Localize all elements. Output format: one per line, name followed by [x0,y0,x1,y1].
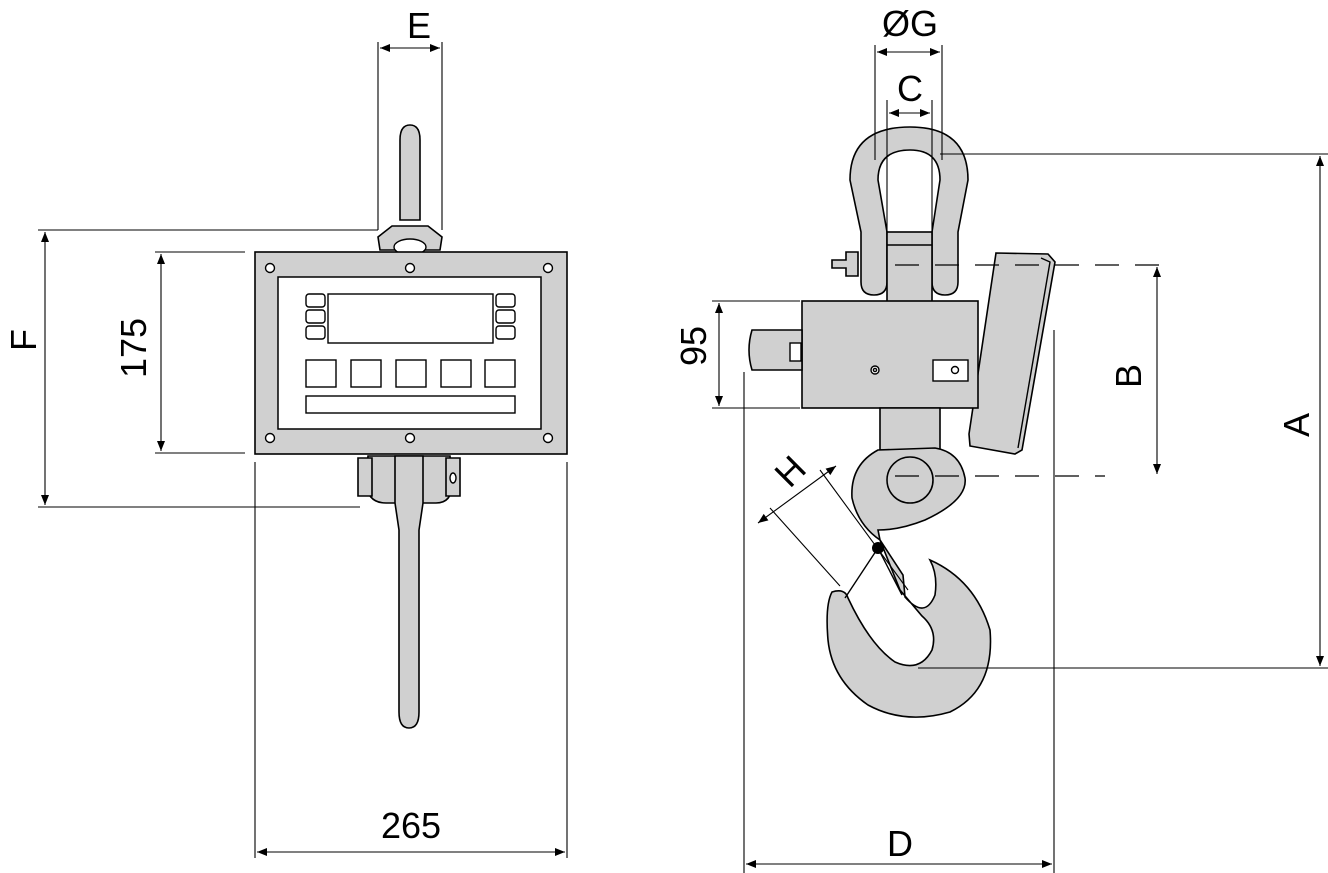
keypad-button [440,359,472,388]
front-view-dimensions: E F 175 265 [3,5,568,858]
dimension-label-a: A [1276,413,1317,437]
side-connector [748,329,803,371]
dimension-label-95: 95 [673,326,714,366]
hook-eye-bolt [886,456,934,504]
display-box-side [968,252,1056,455]
front-view [254,124,568,729]
screw-icon [404,262,416,274]
shackle-neck [886,231,933,303]
screw-center [872,367,878,373]
keypad-button [484,359,516,388]
indicator-led [305,293,326,308]
dimension-label-d: D [887,823,913,864]
connector-slot [789,342,802,362]
dimension-label-c: C [897,68,923,109]
label-strip [305,395,516,414]
lcd-window [327,293,494,344]
top-eye-clamp [377,225,443,251]
side-view [748,126,1056,718]
indicator-led [305,325,326,340]
screw-icon [404,432,416,444]
dimension-label-g: ØG [882,3,938,44]
dimension-label-175: 175 [113,318,154,378]
left-side-nut [357,457,373,497]
dimension-line-h [757,465,837,524]
hook-neck [879,407,941,451]
screw-icon [264,262,276,274]
indicator-led [495,325,516,340]
dimension-label-f: F [3,329,44,351]
load-cell-body [801,300,979,409]
hook-shank [394,455,424,729]
side-view-dimensions: ØG C A B 95 D H [673,3,1328,873]
keypad-button [350,359,382,388]
screw-icon [264,432,276,444]
keypad-button [395,359,427,388]
screw-icon [542,432,554,444]
display-faceplate [277,276,542,430]
top-lifting-eye [399,124,421,221]
indicator-led [495,293,516,308]
dimension-label-265: 265 [381,805,441,846]
screw-icon [542,262,554,274]
nut-bolt [449,472,457,484]
keypad-button [305,359,337,388]
indicator-led [495,309,516,324]
crane-hook [826,447,992,718]
screw-icon [950,365,960,375]
cable-clip [932,359,969,382]
dimension-label-b: B [1108,364,1149,388]
dimension-label-e: E [407,5,431,46]
shackle-pin [831,251,859,277]
indicator-led [305,309,326,324]
